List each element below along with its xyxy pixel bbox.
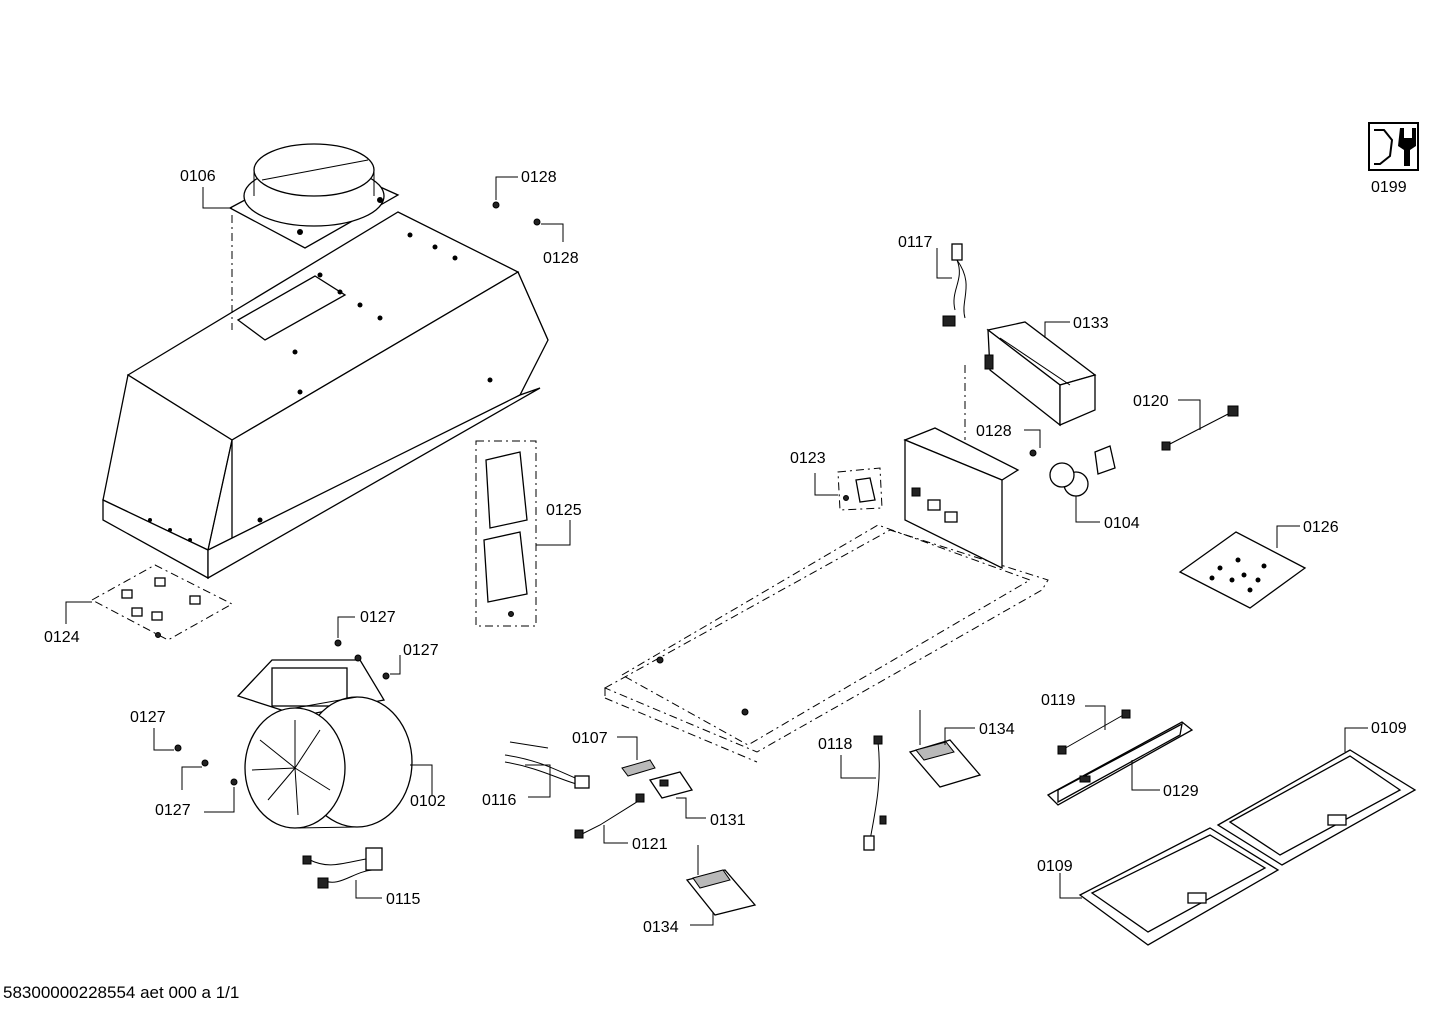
callout-0134-a: 0134 xyxy=(643,919,679,936)
led-lamp-0134-lower xyxy=(685,845,757,916)
callout-0127-c: 0127 xyxy=(130,709,166,726)
wire-harness-0117 xyxy=(942,243,967,327)
callout-0133: 0133 xyxy=(1073,315,1109,332)
callout-0104: 0104 xyxy=(1104,515,1140,532)
service-wrench-icon xyxy=(1368,122,1419,171)
callout-0102: 0102 xyxy=(410,793,446,810)
control-board-0131 xyxy=(648,771,694,799)
callout-0134-b: 0134 xyxy=(979,721,1015,738)
callout-0127-b: 0127 xyxy=(403,642,439,659)
duct-collar xyxy=(228,143,400,249)
callout-0118: 0118 xyxy=(818,736,853,753)
control-module-0133 xyxy=(984,321,1097,427)
capacitor-0104 xyxy=(1049,445,1116,497)
callout-0109-b: 0109 xyxy=(1037,858,1073,875)
callout-0128-a: 0128 xyxy=(521,169,557,186)
screw-0128-c xyxy=(1029,449,1037,457)
callout-0199: 0199 xyxy=(1371,179,1407,196)
wire-harness-0115 xyxy=(302,847,383,889)
cable-0120 xyxy=(1161,405,1239,451)
cable-0121 xyxy=(574,793,645,839)
screws-0127 xyxy=(174,639,390,786)
callout-0129: 0129 xyxy=(1163,783,1199,800)
rating-plate xyxy=(621,759,656,777)
led-lamp-0134-upper xyxy=(908,710,982,788)
callout-0106: 0106 xyxy=(180,168,216,185)
callout-0121: 0121 xyxy=(632,836,668,853)
callout-0120: 0120 xyxy=(1133,393,1169,410)
wire-set-0116 xyxy=(504,741,590,789)
clips-kit xyxy=(90,564,234,641)
callout-0125: 0125 xyxy=(546,502,582,519)
callout-0124: 0124 xyxy=(44,629,80,646)
grease-filter-lower xyxy=(1078,827,1280,946)
cable-0119 xyxy=(1057,709,1131,755)
screw-0128-b xyxy=(533,218,564,242)
callout-0123: 0123 xyxy=(790,450,826,467)
cover-plates xyxy=(475,440,537,627)
callout-0117: 0117 xyxy=(898,234,933,251)
callout-0128-c: 0128 xyxy=(976,423,1012,440)
hardware-bag-0126 xyxy=(1178,531,1307,609)
callout-0128-b: 0128 xyxy=(543,250,579,267)
callout-0116: 0116 xyxy=(482,792,517,809)
cable-0118 xyxy=(863,735,887,851)
callout-0115: 0115 xyxy=(386,891,421,908)
blower-assembly xyxy=(236,659,413,829)
hood-housing xyxy=(102,211,549,580)
mounting-bracket xyxy=(903,365,1020,570)
switch-0123 xyxy=(837,467,883,511)
light-module-0129 xyxy=(1046,721,1194,806)
callout-0127-d: 0127 xyxy=(155,802,191,819)
grease-filter-upper xyxy=(1216,749,1417,866)
callout-0127-a: 0127 xyxy=(360,609,396,626)
callout-0131: 0131 xyxy=(710,812,746,829)
callout-0109-a: 0109 xyxy=(1371,720,1407,737)
screw-0128-a xyxy=(492,176,518,209)
document-footer-id: 58300000228554 aet 000 a 1/1 xyxy=(3,983,239,1002)
callout-0126: 0126 xyxy=(1303,519,1339,536)
callout-0119: 0119 xyxy=(1041,692,1076,709)
callout-0107: 0107 xyxy=(572,730,608,747)
filter-frame-chassis xyxy=(603,524,1049,763)
